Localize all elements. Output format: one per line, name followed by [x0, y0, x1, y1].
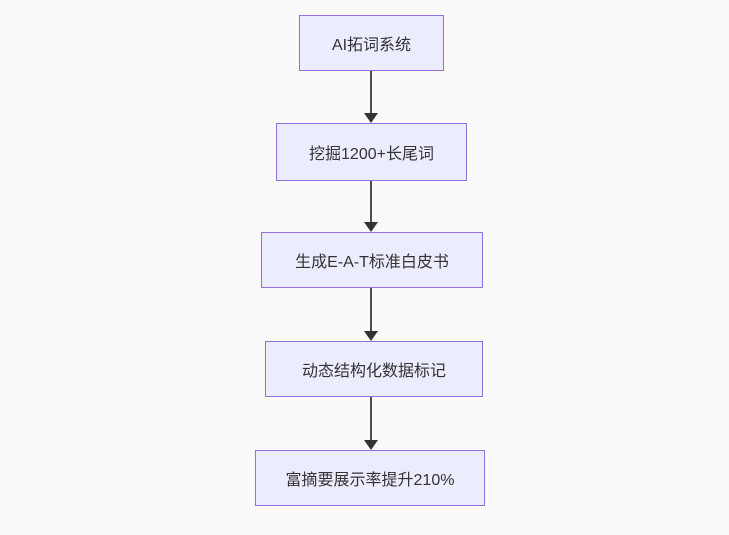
flow-node-label: 动态结构化数据标记: [301, 363, 446, 380]
flow-node-label: 生成E-A-T标准白皮书: [295, 254, 449, 271]
arrow-down-icon: [364, 331, 378, 341]
flow-edge-line: [370, 71, 372, 114]
flow-node-eat-whitepaper: 生成E-A-T标准白皮书: [261, 232, 483, 288]
flow-node-ai-keyword-system: AI拓词系统: [299, 15, 444, 71]
flow-node-rich-snippet-result: 富摘要展示率提升210%: [255, 450, 485, 506]
flow-edge-line: [370, 288, 372, 331]
flow-node-structured-data-markup: 动态结构化数据标记: [265, 341, 483, 397]
flow-edge-line: [370, 397, 372, 440]
arrow-down-icon: [364, 113, 378, 123]
flow-node-label: 挖掘1200+长尾词: [309, 146, 434, 163]
flow-node-label: AI拓词系统: [331, 37, 412, 54]
arrow-down-icon: [364, 440, 378, 450]
arrow-down-icon: [364, 222, 378, 232]
flow-node-label: 富摘要展示率提升210%: [285, 472, 455, 489]
flow-node-longtail-mining: 挖掘1200+长尾词: [276, 123, 467, 181]
flow-edge-line: [370, 181, 372, 222]
